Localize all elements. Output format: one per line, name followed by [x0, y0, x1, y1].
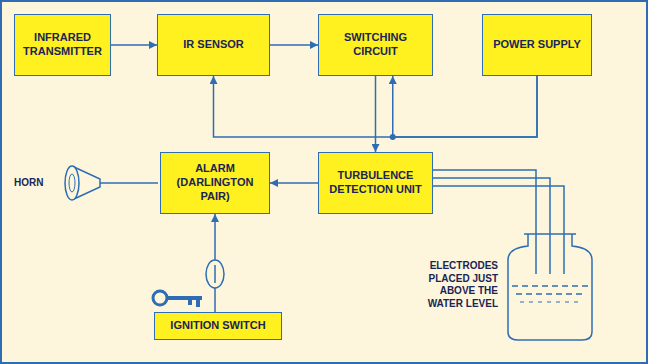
key-tooth [188, 300, 192, 305]
water-line [520, 302, 580, 303]
jar-outline [508, 234, 592, 340]
flow-arrow [375, 76, 377, 152]
water-line [512, 285, 588, 287]
key-ring [153, 291, 167, 305]
key-shaft [167, 296, 202, 300]
horn-bell-inner [69, 174, 75, 192]
part-label: HORN [14, 177, 64, 190]
switch-symbol [206, 260, 224, 288]
water-jar [508, 234, 592, 340]
electrode-wires [433, 170, 564, 274]
process-box: INFRARED TRANSMITTER [14, 14, 111, 76]
box-label: IR SENSOR [183, 38, 244, 52]
flow-arrow [270, 182, 318, 184]
box-label: TURBULENCE DETECTION UNIT [326, 169, 425, 197]
process-box: ALARM (DARLINGTON PAIR) [160, 152, 270, 214]
process-box: TURBULENCE DETECTION UNIT [318, 152, 433, 214]
key-icon [153, 291, 202, 307]
box-label: SWITCHING CIRCUIT [326, 31, 425, 59]
process-box: SWITCHING CIRCUIT [318, 14, 433, 76]
note-label: ELECTRODES PLACED JUST ABOVE THE WATER L… [414, 260, 498, 310]
flow-arrow [393, 76, 537, 137]
process-box: POWER SUPPLY [482, 14, 592, 76]
junction-dot [390, 134, 396, 140]
switch-outline [206, 260, 224, 288]
horn-wire [100, 182, 158, 184]
key-tooth [196, 300, 200, 307]
box-label: IGNITION SWITCH [170, 319, 265, 333]
horn-symbol [65, 166, 158, 200]
switch-contact [214, 265, 216, 283]
electrode-wire [433, 178, 550, 274]
box-label: INFRARED TRANSMITTER [22, 31, 103, 59]
process-box: IGNITION SWITCH [154, 312, 282, 340]
box-label: ALARM (DARLINGTON PAIR) [168, 162, 262, 203]
flow-arrow [111, 44, 157, 46]
water-line [516, 293, 584, 295]
flow-arrow [270, 44, 318, 46]
process-box: IR SENSOR [157, 14, 270, 76]
box-label: POWER SUPPLY [493, 38, 581, 52]
horn-bell [65, 166, 79, 200]
